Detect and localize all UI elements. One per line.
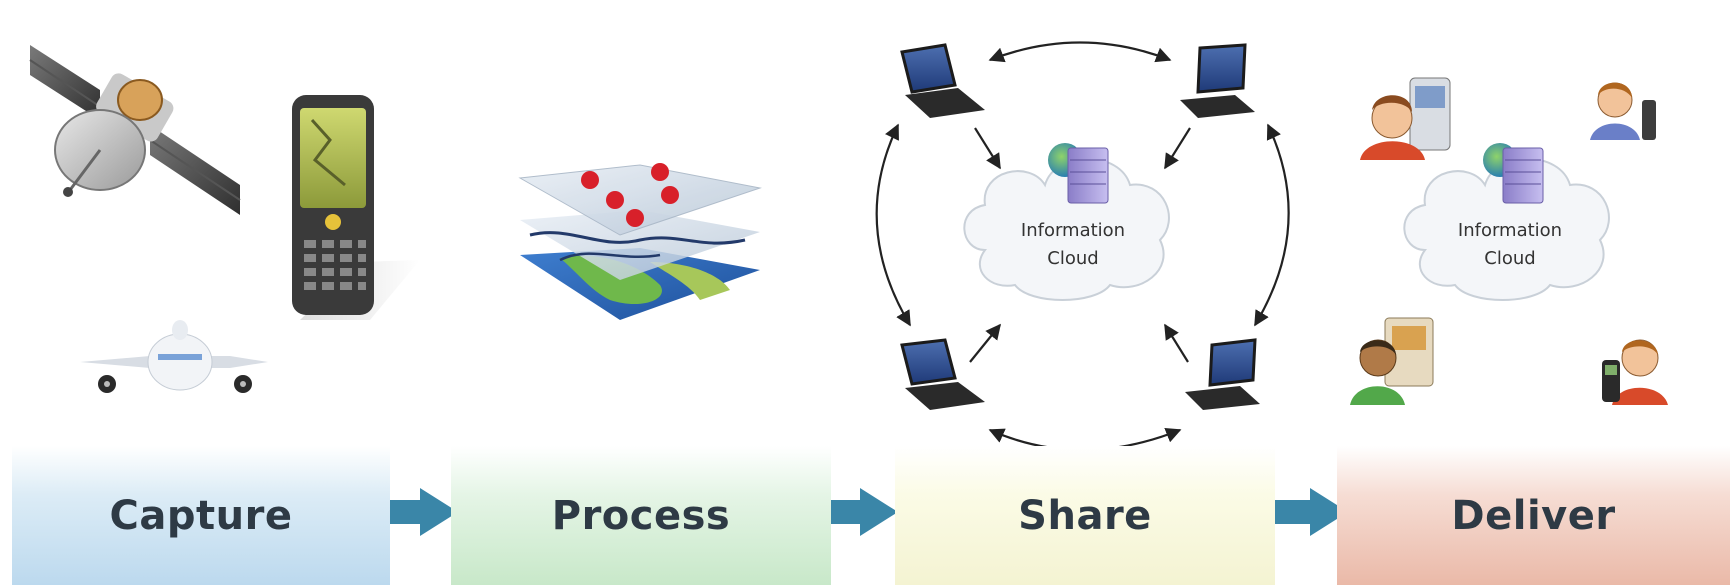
- arrow-to-cloud-bottom-left: [969, 323, 1001, 363]
- arrow-top-curve: [988, 41, 1172, 63]
- handheld-gps-icon: [292, 95, 420, 320]
- user-with-phone-icon-top-left: [1360, 77, 1451, 160]
- arrow-to-cloud-top-right: [1164, 127, 1191, 170]
- share-cloud: Information Cloud: [963, 143, 1170, 301]
- user-with-phone-icon-bottom-right: [1602, 339, 1668, 405]
- stage-share-label: Share: [895, 446, 1275, 585]
- arrow-right-curve: [1254, 123, 1290, 327]
- arrow-left-curve: [875, 123, 911, 327]
- airplane-icon: [80, 320, 268, 393]
- stage-capture-label: Capture: [12, 446, 390, 585]
- server-globe-icon: [1483, 143, 1544, 204]
- satellite-icon: [29, 45, 241, 215]
- laptop-icon-bottom-right: [1185, 338, 1260, 410]
- stage-deliver-label: Deliver: [1337, 446, 1730, 585]
- user-with-tablet-icon-bottom-left: [1350, 317, 1434, 405]
- flow-arrow-process-to-share: [812, 488, 898, 536]
- deliver-cloud-label-line1: Information: [1458, 220, 1562, 241]
- flow-arrow-capture-to-process: [372, 488, 458, 536]
- gis-layers-icon: [518, 163, 762, 320]
- stage-process-label: Process: [451, 446, 831, 585]
- arrow-to-cloud-bottom-right: [1164, 323, 1189, 363]
- share-cloud-label-line1: Information: [1021, 220, 1125, 241]
- user-with-phone-icon-top-right: [1590, 82, 1656, 140]
- arrow-to-cloud-top-left: [974, 127, 1001, 170]
- share-cloud-label-line2: Cloud: [1047, 248, 1098, 269]
- laptop-icon-bottom-left: [900, 338, 985, 410]
- deliver-cloud-label-line2: Cloud: [1484, 248, 1535, 269]
- laptop-icon-top-left: [900, 43, 985, 118]
- share-network-arrows: [875, 41, 1290, 452]
- deliver-cloud: Information Cloud: [1403, 143, 1610, 301]
- server-globe-icon: [1048, 143, 1109, 204]
- flow-arrow-share-to-deliver: [1262, 488, 1348, 536]
- laptop-icon-top-right: [1180, 43, 1255, 118]
